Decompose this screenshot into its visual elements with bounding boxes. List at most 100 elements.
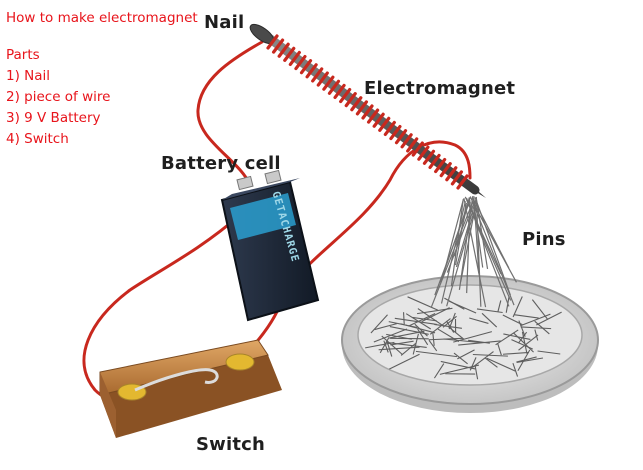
coil-turn [277,42,290,58]
pin [468,339,490,344]
coil-turn [428,153,441,170]
pin [516,357,544,363]
coil-turn [422,149,436,165]
pin [388,353,420,370]
coil-turn [322,75,335,91]
pin [520,313,551,327]
pin [472,353,508,357]
dish-pins [365,295,562,380]
coil-turn [406,137,419,153]
pin [374,323,398,331]
coil-turn [366,108,380,124]
coil-turn [350,96,363,112]
pin [471,200,517,283]
coil-turn [305,63,318,79]
battery-cell [220,169,320,322]
coil-turn [417,145,430,161]
pin [388,321,418,328]
pin [472,198,484,268]
parts-list: 1) Nail 2) piece of wire 3) 9 V Battery … [6,66,110,150]
coil-turn [394,129,408,145]
pin [517,349,531,372]
pin [513,332,534,353]
pin [486,357,516,372]
coil-turn [311,67,324,83]
pin [442,199,464,278]
pin [537,350,561,355]
pin [466,201,471,294]
pin [512,296,523,318]
pin [446,203,477,307]
pin [534,320,550,335]
pin [417,328,429,346]
coil-turn [456,174,469,190]
pin [502,314,523,326]
coil-turn [361,104,374,120]
pin [370,314,388,334]
coil-turn [333,83,346,100]
switch [99,339,282,438]
pin [497,343,502,356]
coil-turn [327,79,341,95]
coil-turn [355,100,369,116]
diagram-title: How to make electromagnet [6,10,198,26]
nail [249,23,486,198]
coil-turn [339,87,352,104]
pin [417,308,444,327]
pin [383,340,389,353]
pin [390,340,414,346]
pin [521,331,528,354]
pin [465,197,510,307]
parts-item-wire: 2) piece of wire [6,89,111,105]
label-electromagnet: Electromagnet [364,78,516,99]
pin [415,350,458,358]
pin [455,198,477,268]
pin [473,200,510,269]
label-battery-cell: Battery cell [161,153,281,174]
pin [390,337,429,340]
coil-turn [344,92,357,108]
coil-turn [439,162,452,178]
pin [388,330,425,339]
pin [472,351,494,368]
coil-turn [383,120,396,137]
pin [408,312,436,327]
pin [434,323,462,329]
hanging-pins [430,196,517,308]
pin [440,360,476,370]
pin [450,198,464,287]
pin [386,341,427,349]
pin [453,331,493,343]
pin [534,329,539,341]
coil-turn [288,50,301,67]
pin [433,363,445,379]
pin [503,333,531,340]
parts-item-switch: 4) Switch [6,131,69,147]
coil-turn [266,34,279,50]
pin [536,311,562,326]
pin [443,338,482,344]
coil-turn [294,54,307,71]
pin [412,316,437,322]
pin [469,317,489,324]
pin [495,329,519,346]
pin [463,197,487,308]
pin [520,326,552,330]
pin [428,339,438,352]
pin [379,337,390,354]
coil-turn [411,141,424,157]
coil-turn [445,166,458,182]
parts-heading: Parts [6,47,40,63]
label-nail: Nail [204,12,245,33]
pin [469,357,477,371]
pin [437,328,460,343]
coil-turn [434,157,447,174]
label-pins: Pins [522,229,566,250]
pin [474,365,479,380]
pin [430,202,474,308]
pin [429,318,451,335]
pin [470,197,515,306]
pin [454,202,468,266]
coil-turn [283,46,296,62]
